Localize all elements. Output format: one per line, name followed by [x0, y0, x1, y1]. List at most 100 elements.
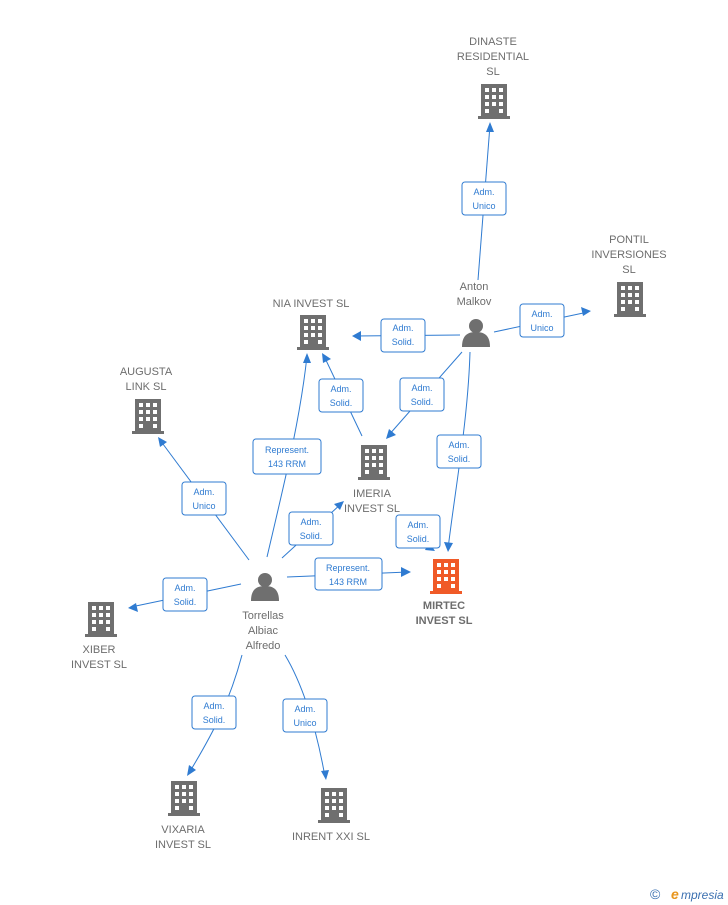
edge-anton-mirtec: Adm. Solid. [436, 351, 482, 552]
node-label: Malkov [457, 296, 492, 308]
building-icon [430, 559, 462, 594]
node-label: INVEST SL [344, 503, 400, 515]
edge-label-box [181, 481, 227, 516]
node-dinaste-residential[interactable]: DINASTE RESIDENTIAL SL [457, 36, 529, 119]
node-torrellas-albiac-alfredo[interactable]: Torrellas Albiac Alfredo [242, 573, 284, 652]
edge-label-line: Represent. [265, 445, 309, 455]
brand-footer[interactable]: © e mpresia [650, 886, 724, 902]
node-label: NIA INVEST SL [273, 298, 350, 310]
node-nia-invest[interactable]: NIA INVEST SL [273, 298, 350, 350]
node-label: DINASTE [469, 36, 517, 48]
building-icon [168, 781, 200, 816]
building-icon [358, 445, 390, 480]
edge-label-line: Adm. [174, 583, 195, 593]
edge-label-box [318, 378, 364, 413]
node-label: Albiac [248, 625, 278, 637]
edge-label-line: Solid. [203, 715, 226, 725]
edge-label-line: Adm. [448, 440, 469, 450]
edge-label-line: Adm. [203, 701, 224, 711]
brand-logo-initial: e [671, 886, 679, 902]
person-icon [462, 319, 490, 347]
node-mirtec-invest[interactable]: MIRTEC INVEST SL [416, 559, 473, 627]
edge-label-line: Adm. [411, 383, 432, 393]
node-label: LINK SL [126, 381, 167, 393]
edge-torrellas-xiber: Adm. Solid. [128, 577, 242, 612]
edge-imeria-mirtec: Adm. Solid. [395, 514, 441, 551]
edge-label-line: Unico [192, 501, 215, 511]
node-label: VIXARIA [161, 824, 205, 836]
brand-logo-text: mpresia [681, 888, 724, 902]
edge-label-box [162, 577, 208, 612]
edge-label-line: Solid. [392, 337, 415, 347]
node-imeria-invest[interactable]: IMERIA INVEST SL [344, 445, 400, 515]
node-label: SL [622, 264, 635, 276]
edge-label-line: Adm. [392, 323, 413, 333]
edge-anton-dinaste: Adm. Unico [461, 122, 507, 281]
edge-torrellas-mirtec: Represent. 143 RRM [286, 557, 411, 591]
node-label: Alfredo [246, 640, 281, 652]
node-label: IMERIA [353, 488, 392, 500]
edge-label-box [191, 695, 237, 730]
building-icon [318, 788, 350, 823]
edge-label-line: 143 RRM [329, 577, 367, 587]
edge-label-box [395, 514, 441, 549]
node-label: XIBER [82, 644, 115, 656]
edge-label-line: Adm. [473, 187, 494, 197]
edge-label-box [519, 303, 565, 338]
node-inrent-xxi[interactable]: INRENT XXI SL [292, 788, 370, 843]
edge-label-box [314, 557, 383, 591]
edge-label-box [436, 434, 482, 469]
node-label: Anton [460, 281, 489, 293]
building-icon [132, 399, 164, 434]
node-anton-malkov[interactable]: Anton Malkov [457, 281, 492, 347]
node-label: INVEST SL [416, 615, 473, 627]
edge-label-line: Solid. [330, 398, 353, 408]
edge-label-box [282, 698, 328, 733]
building-icon [85, 602, 117, 637]
edge-label-box [461, 181, 507, 216]
edge-label-line: Adm. [193, 487, 214, 497]
edge-label-box [399, 377, 445, 412]
node-augusta-link[interactable]: AUGUSTA LINK SL [120, 366, 173, 434]
edge-label-line: Adm. [531, 309, 552, 319]
edge-label-line: Unico [293, 718, 316, 728]
node-pontil-inversiones[interactable]: PONTIL INVERSIONES SL [591, 234, 667, 317]
node-label: SL [486, 66, 499, 78]
node-label: PONTIL [609, 234, 649, 246]
edge-torrellas-augusta: Adm. Unico [158, 437, 250, 561]
edge-anton-pontil: Adm. Unico [493, 303, 591, 338]
edge-torrellas-nia: Represent. 143 RRM [252, 353, 322, 558]
node-label: INVEST SL [155, 839, 211, 851]
node-label: AUGUSTA [120, 366, 173, 378]
edge-label-line: Adm. [330, 384, 351, 394]
node-label: INVERSIONES [591, 249, 666, 261]
edge-label-line: Unico [530, 323, 553, 333]
person-icon [251, 573, 279, 601]
node-xiber-invest[interactable]: XIBER INVEST SL [71, 602, 127, 671]
edge-anton-nia: Adm. Solid. [352, 318, 461, 353]
copyright-icon: © [650, 886, 661, 902]
node-label: INVEST SL [71, 659, 127, 671]
edge-torrellas-imeria: Adm. Solid. [281, 501, 344, 559]
edge-label-line: Adm. [407, 520, 428, 530]
edge-label-line: Unico [472, 201, 495, 211]
edge-label-box [252, 438, 322, 475]
edge-label-line: Solid. [407, 534, 430, 544]
building-icon [478, 84, 510, 119]
node-vixaria-invest[interactable]: VIXARIA INVEST SL [155, 781, 211, 851]
node-label: MIRTEC [423, 600, 465, 612]
node-label: Torrellas [242, 610, 284, 622]
edge-label-line: Adm. [300, 517, 321, 527]
edge-label-line: Solid. [448, 454, 471, 464]
edge-label-box [288, 511, 334, 546]
edge-label-line: Solid. [411, 397, 434, 407]
edge-label-line: Solid. [174, 597, 197, 607]
building-icon [297, 315, 329, 350]
edge-label-line: 143 RRM [268, 459, 306, 469]
edge-anton-imeria: Adm. Solid. [386, 351, 463, 439]
edge-label-box [380, 318, 426, 353]
edge-label-line: Solid. [300, 531, 323, 541]
node-label: INRENT XXI SL [292, 831, 370, 843]
edge-label-line: Adm. [294, 704, 315, 714]
